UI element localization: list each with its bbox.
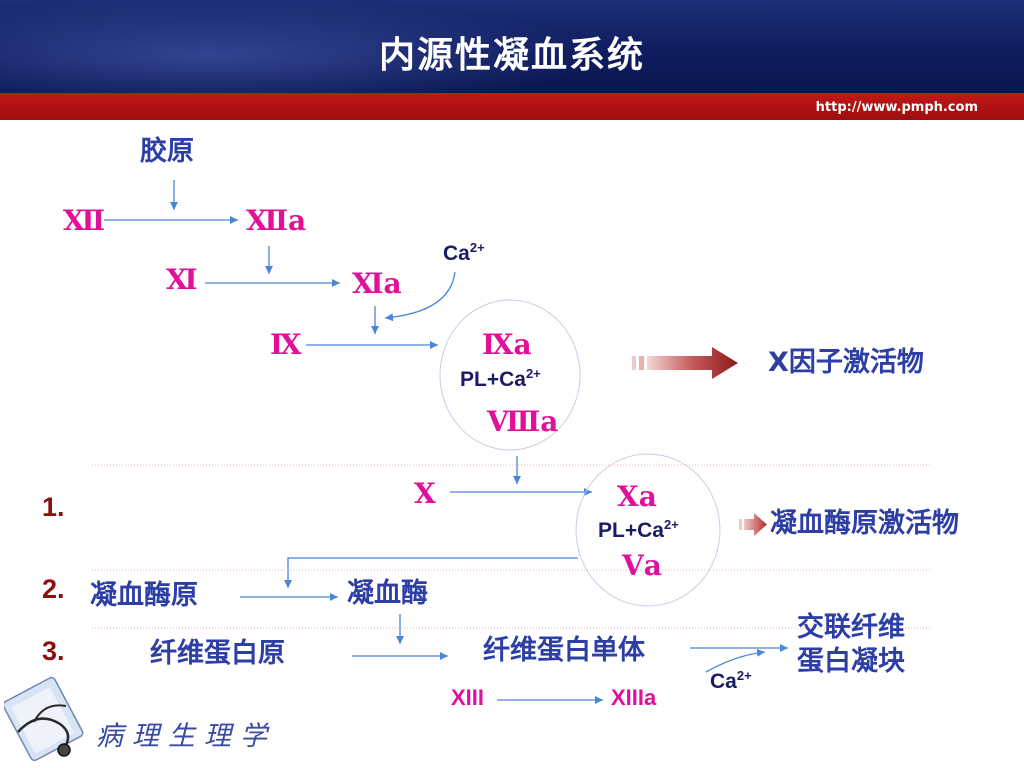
header-glow (0, 0, 600, 93)
arrow-ca2-curve (705, 648, 766, 673)
arrow-from-complex2 (284, 557, 578, 588)
header-banner: 内源性凝血系统 (0, 0, 1024, 93)
factor-xiii: XIII (451, 685, 485, 710)
collagen-label: 胶原 (140, 136, 194, 167)
calcium-label-1: Ca2+ (443, 240, 485, 265)
factor-xi: Ⅺ (166, 263, 198, 296)
factor-xiia: Ⅻa (246, 204, 307, 237)
prothrombin-label: 凝血酶原 (90, 580, 198, 611)
factor-xia: Ⅺa (352, 267, 402, 300)
page-title: 内源性凝血系统 (378, 35, 645, 76)
big-arrow-1 (632, 347, 738, 379)
red-bar (0, 93, 1024, 120)
calcium-label-2: Ca2+ (710, 668, 752, 693)
factor-viiia: Ⅷa (487, 405, 559, 438)
factor-x-activator: Ⅹ因子激活物 (768, 347, 924, 378)
factor-xa: Ⅹa (617, 480, 657, 513)
factor-ixa: Ⅸa (482, 328, 532, 361)
subject-footer: 病理生理学 (96, 721, 276, 752)
crosslinked-clot-line2: 蛋白凝块 (797, 646, 905, 677)
factor-x: Ⅹ (414, 477, 436, 510)
arrow-ca-curve (384, 271, 456, 322)
step-2-number: 2. (42, 574, 65, 604)
step-3-number: 3. (42, 636, 65, 666)
thrombin-label: 凝血酶 (347, 578, 428, 609)
complex-circle-2 (575, 453, 721, 607)
factor-xii: Ⅻ (63, 204, 106, 237)
factor-xiiia: XIIIa (611, 685, 657, 710)
pl-ca-label-1: PL+Ca2+ (460, 366, 541, 391)
complex-circle-1 (439, 299, 581, 451)
site-url: http://www.pmph.com (815, 100, 978, 115)
prothrombin-activator: 凝血酶原激活物 (770, 508, 959, 539)
crosslinked-clot-line1: 交联纤维 (797, 612, 905, 643)
big-arrow-2 (739, 513, 767, 536)
pl-ca-label-2: PL+Ca2+ (598, 517, 679, 542)
stethoscope-logo-icon (4, 676, 84, 762)
fibrin-monomer-label: 纤维蛋白单体 (483, 635, 645, 666)
step-1-number: 1. (42, 492, 65, 522)
factor-va: Ⅴa (622, 549, 662, 582)
fibrinogen-label: 纤维蛋白原 (150, 638, 285, 669)
factor-ix: Ⅸ (270, 328, 302, 361)
